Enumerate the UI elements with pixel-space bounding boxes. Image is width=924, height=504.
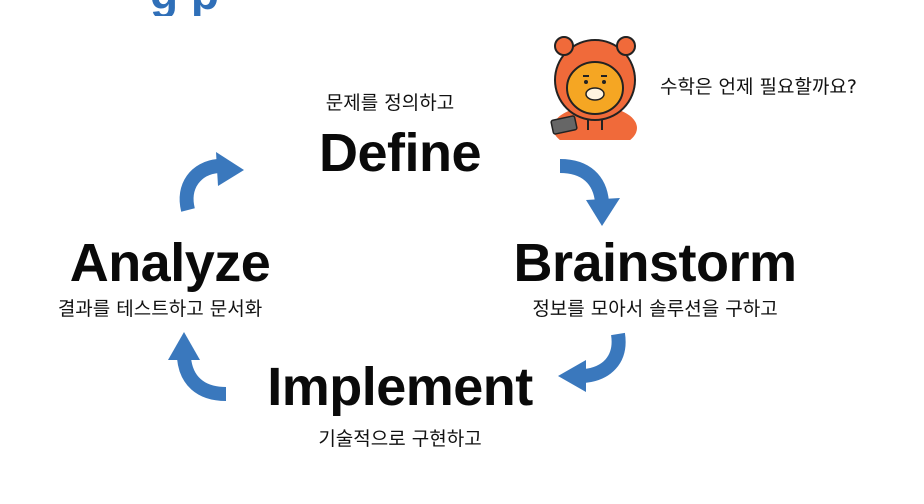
mascot-illustration [550, 36, 637, 140]
brainstorm-title: Brainstorm [513, 233, 797, 293]
cycle-arrow-icon [179, 152, 244, 212]
define-subtitle: 문제를 정의하고 [325, 92, 455, 114]
brainstorm-subtitle: 정보를 모아서 솔루션을 구하고 [532, 298, 778, 320]
implement-title: Implement [267, 357, 533, 417]
analyze-subtitle: 결과를 테스트하고 문서화 [57, 298, 263, 320]
define-title: Define [318, 123, 482, 183]
question-text: 수학은 언제 필요할까요? [660, 76, 857, 98]
cycle-arrow-icon [559, 159, 620, 226]
clipped-header-text: g p [0, 0, 924, 16]
analyze-title: Analyze [69, 233, 271, 293]
cycle-arrow-icon [558, 332, 626, 392]
cycle-arrow-icon [168, 332, 227, 401]
implement-subtitle: 기술적으로 구현하고 [318, 428, 482, 450]
